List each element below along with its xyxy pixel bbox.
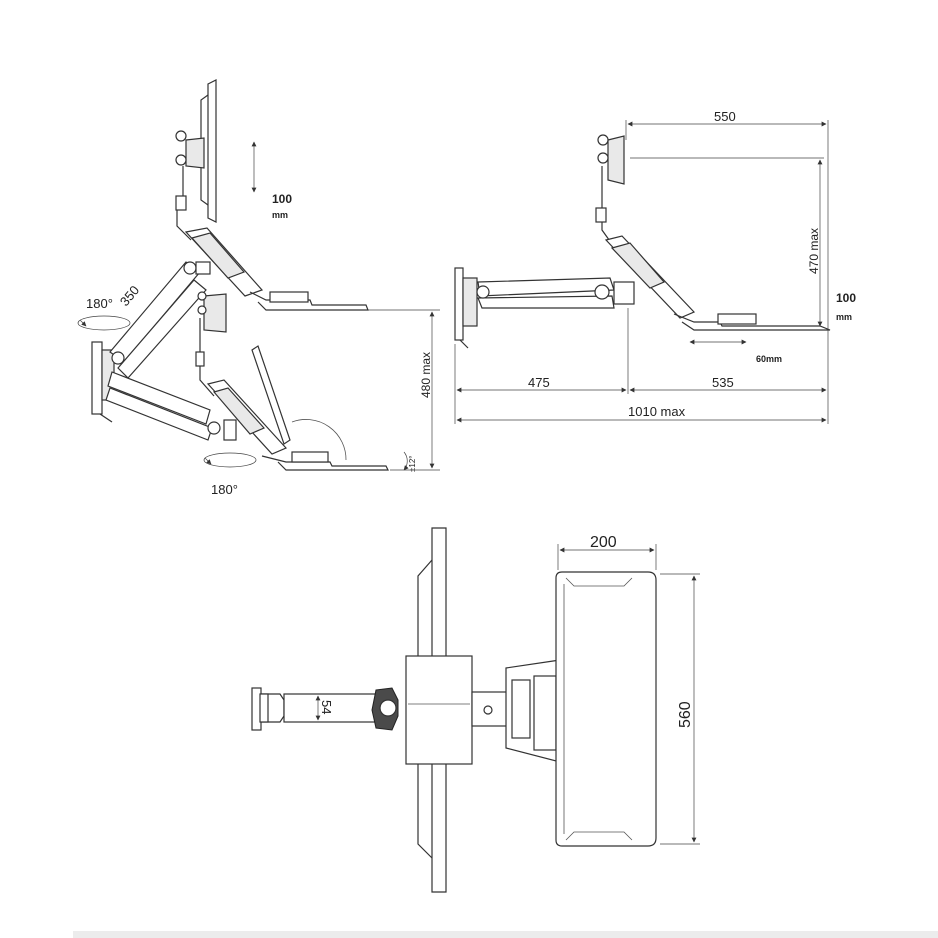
- top-pole: [283, 693, 381, 723]
- left-side-view: 100 mm: [77, 79, 440, 497]
- wall-rotation-label: 180°: [86, 296, 113, 311]
- pole-diameter-label: 54: [319, 700, 334, 714]
- lower-monitor: [195, 291, 227, 397]
- right-side-view: 60mm 550 470 max 100 mm 475 535 1010 max: [454, 109, 856, 424]
- total-reach-label: 1010 max: [628, 404, 686, 419]
- right-vertical-travel-unit: mm: [836, 312, 852, 322]
- lower-keyboard-tray: [206, 345, 389, 471]
- right-vertical-travel-value: 100: [836, 291, 856, 305]
- keyboard-slide-label: 60mm: [756, 354, 782, 364]
- right-arm: [476, 277, 635, 309]
- upper-keyboard-tray: [184, 227, 369, 311]
- tray-width-label: 200: [590, 534, 617, 551]
- tilt-label: ±12°: [408, 456, 417, 473]
- arm-reach-label: 475: [528, 375, 550, 390]
- upper-monitor: [175, 79, 217, 241]
- top-width-label: 550: [714, 109, 736, 124]
- base-rotation-label: 180°: [211, 482, 238, 497]
- folded-arm: [105, 371, 237, 441]
- tray-depth-label: 560: [677, 701, 694, 728]
- arm-length-label: 350: [117, 283, 142, 309]
- vertical-travel-value: 100: [272, 192, 292, 206]
- height-max-label: 480 max: [419, 352, 433, 398]
- top-monitor: [405, 527, 473, 893]
- right-keyboard-tray: [604, 235, 831, 331]
- top-wall-mount: [251, 687, 285, 731]
- tilt-arc: [291, 419, 347, 461]
- tray-reach-label: 535: [712, 375, 734, 390]
- right-height-label: 470 max: [807, 228, 821, 274]
- base-rotation-arc: [203, 452, 257, 468]
- top-view: 54 200 560: [251, 527, 700, 893]
- right-monitor: [595, 134, 625, 245]
- top-keyboard-tray: [555, 571, 657, 847]
- footer-bar: [73, 931, 938, 938]
- extended-arm: [109, 261, 211, 379]
- wall-rotation-arc: [77, 315, 131, 331]
- vertical-travel-unit: mm: [272, 210, 288, 220]
